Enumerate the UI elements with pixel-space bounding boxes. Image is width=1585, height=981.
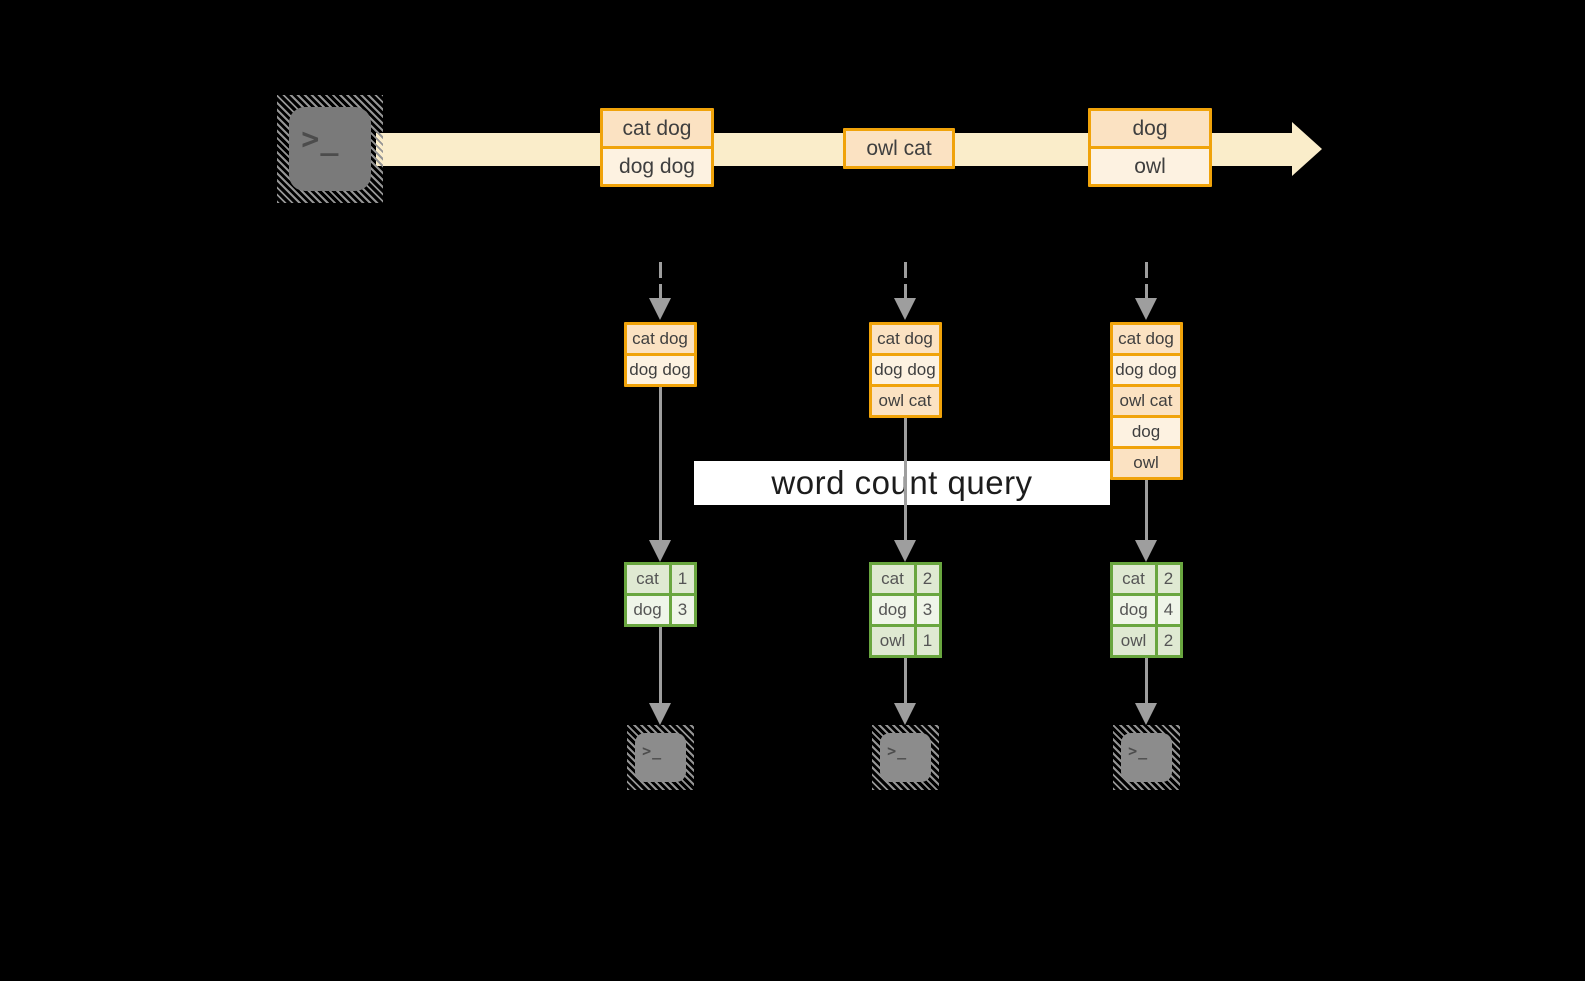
- count-value-cell: 1: [671, 565, 694, 593]
- count-word-cell: dog: [1112, 596, 1155, 624]
- arrowhead-down-icon: [1135, 298, 1157, 320]
- state-record-cell: dog dog: [1112, 356, 1180, 384]
- terminal-source-icon: >_: [277, 95, 383, 203]
- batch-record-cell: owl: [1091, 149, 1209, 184]
- batch-record-cell: cat dog: [603, 111, 711, 146]
- state-box: cat dog dog dog owl cat dog owl: [1109, 322, 1183, 480]
- flow-line: [658, 627, 662, 703]
- count-word-cell: cat: [626, 565, 669, 593]
- batch-record-cell: dog dog: [603, 149, 711, 184]
- flow-line: [903, 418, 907, 540]
- dashed-arrow-line: [1144, 262, 1148, 298]
- count-word-cell: owl: [871, 627, 914, 655]
- state-box: cat dog dog dog owl cat: [868, 322, 942, 418]
- arrowhead-down-icon: [649, 298, 671, 320]
- state-record-cell: owl cat: [871, 387, 939, 415]
- count-word-cell: cat: [871, 565, 914, 593]
- count-value-cell: 1: [916, 627, 939, 655]
- state-record-cell: owl cat: [1112, 387, 1180, 415]
- arrowhead-down-icon: [894, 703, 916, 725]
- count-word-cell: owl: [1112, 627, 1155, 655]
- state-record-cell: dog: [1112, 418, 1180, 446]
- state-record-cell: cat dog: [1112, 325, 1180, 353]
- terminal-prompt-glyph: >_: [642, 741, 663, 760]
- dashed-arrow-line: [903, 262, 907, 298]
- flow-line: [658, 387, 662, 540]
- arrowhead-down-icon: [894, 540, 916, 562]
- terminal-screen: >_: [289, 107, 371, 191]
- arrowhead-down-icon: [1135, 703, 1157, 725]
- arrowhead-down-icon: [649, 703, 671, 725]
- state-box: cat dog dog dog: [623, 322, 697, 387]
- terminal-prompt-glyph: >_: [1128, 741, 1149, 760]
- count-value-cell: 3: [916, 596, 939, 624]
- count-word-cell: cat: [1112, 565, 1155, 593]
- arrowhead-down-icon: [649, 540, 671, 562]
- count-value-cell: 4: [1157, 596, 1180, 624]
- count-word-cell: dog: [871, 596, 914, 624]
- batch-record-cell: dog: [1091, 111, 1209, 146]
- count-value-cell: 3: [671, 596, 694, 624]
- count-value-cell: 2: [1157, 627, 1180, 655]
- flow-line: [1144, 480, 1148, 540]
- arrowhead-down-icon: [1135, 540, 1157, 562]
- state-record-cell: dog dog: [871, 356, 939, 384]
- state-record-cell: dog dog: [626, 356, 694, 384]
- terminal-screen: >_: [1120, 733, 1172, 782]
- stream-arrowhead-icon: [1292, 122, 1322, 176]
- terminal-sink-icon: >_: [626, 725, 694, 790]
- terminal-sink-icon: >_: [871, 725, 939, 790]
- terminal-sink-icon: >_: [1112, 725, 1180, 790]
- flow-line: [903, 658, 907, 703]
- count-value-cell: 2: [916, 565, 939, 593]
- dashed-arrow-line: [658, 262, 662, 298]
- terminal-screen: >_: [634, 733, 686, 782]
- terminal-screen: >_: [879, 733, 931, 782]
- count-word-cell: dog: [626, 596, 669, 624]
- state-record-cell: cat dog: [871, 325, 939, 353]
- stream-batch-box: owl cat: [843, 128, 955, 169]
- arrowhead-down-icon: [894, 298, 916, 320]
- terminal-prompt-glyph: >_: [301, 122, 340, 158]
- state-record-cell: owl: [1112, 449, 1180, 477]
- flow-line: [1144, 658, 1148, 703]
- count-value-cell: 2: [1157, 565, 1180, 593]
- terminal-prompt-glyph: >_: [887, 741, 908, 760]
- query-label: word count query: [771, 464, 1033, 501]
- state-record-cell: cat dog: [626, 325, 694, 353]
- batch-record-cell: owl cat: [846, 131, 952, 166]
- query-band: word count query: [694, 461, 1110, 505]
